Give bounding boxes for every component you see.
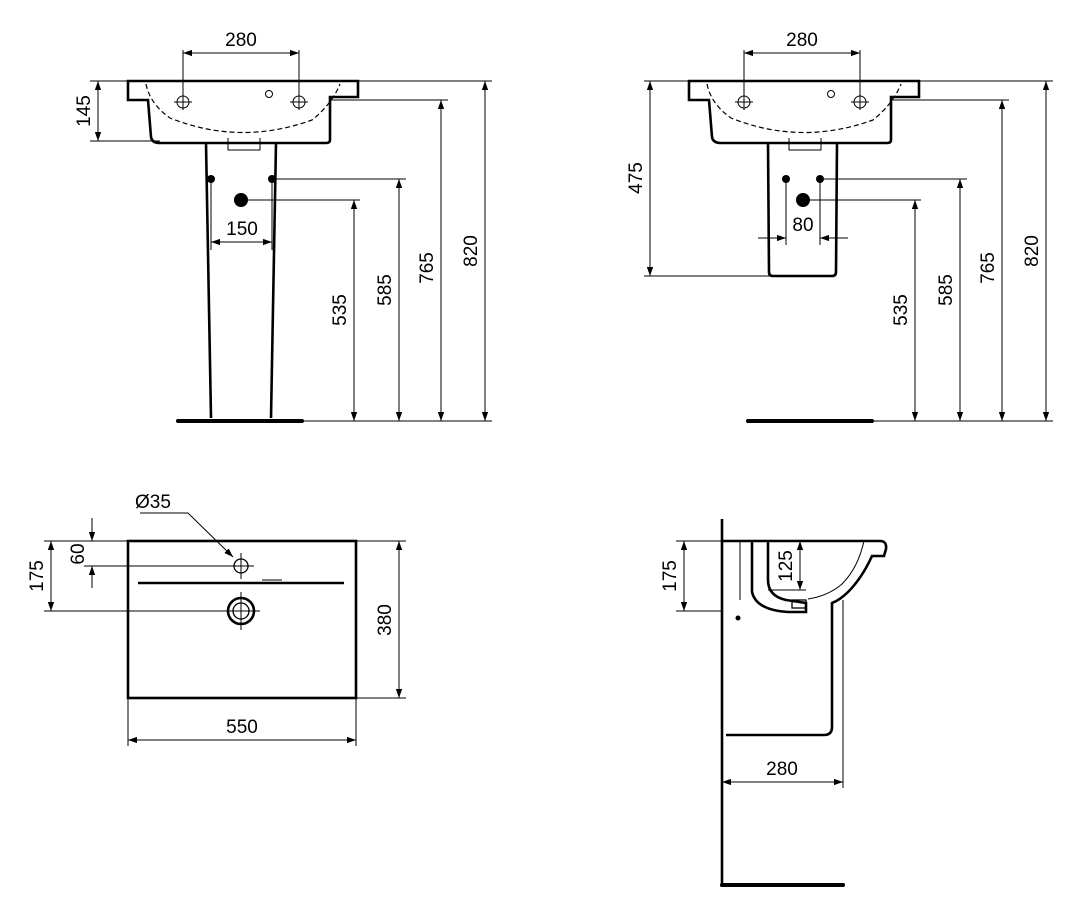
dim-waste-offset: 175 <box>660 560 681 592</box>
dim-tap-spacing: 280 <box>786 30 818 51</box>
dim-tap-hole-diameter: Ø35 <box>135 492 171 513</box>
basin-section <box>722 539 888 737</box>
dimension-lines <box>94 49 489 421</box>
dim-rim-height: 820 <box>461 235 482 267</box>
extension-lines <box>90 80 492 422</box>
basin-top-outline <box>126 539 358 700</box>
dim-inlet-spacing: 80 <box>792 215 813 236</box>
dim-depth: 380 <box>375 604 396 636</box>
dim-supply-height: 585 <box>936 274 957 306</box>
pedestal-column <box>176 142 304 423</box>
dim-bowl-depth: 125 <box>776 550 797 582</box>
dim-pedestal-drop: 475 <box>626 162 647 194</box>
dim-bowl-depth: 145 <box>74 95 95 127</box>
dim-waste-height: 535 <box>891 294 912 326</box>
service-points <box>782 175 824 207</box>
basin-outline <box>126 79 360 151</box>
front-view-semi-pedestal: 280 475 80 535 585 765 820 <box>626 30 1053 423</box>
dim-waste-offset: 175 <box>27 560 48 592</box>
semi-pedestal <box>746 142 874 423</box>
extension-lines <box>44 540 406 746</box>
dim-projection: 280 <box>766 759 798 780</box>
dim-width: 550 <box>226 717 258 738</box>
front-view-pedestal: 280 145 150 535 585 765 820 <box>74 30 492 423</box>
dim-rim-height: 820 <box>1022 235 1043 267</box>
dim-tap-spacing: 280 <box>225 30 257 51</box>
dim-bowl-height: 765 <box>978 252 999 284</box>
dim-tap-offset: 60 <box>68 543 89 564</box>
dimension-lines <box>47 512 403 744</box>
dim-inlet-spacing: 150 <box>226 219 258 240</box>
extension-lines <box>676 540 844 788</box>
tap-hole <box>228 553 254 579</box>
extension-lines <box>644 80 1053 422</box>
tap-holes <box>735 50 869 110</box>
service-points <box>207 175 276 207</box>
plan-view: Ø35 60 175 380 550 <box>27 492 406 746</box>
dim-supply-height: 585 <box>375 274 396 306</box>
dim-bowl-height: 765 <box>417 252 438 284</box>
basin-outline <box>687 79 921 151</box>
waste-outlet <box>222 592 260 630</box>
tap-holes <box>174 50 308 110</box>
side-view: 175 125 280 <box>660 519 888 887</box>
wall-line <box>720 519 845 887</box>
dimension-lines <box>680 541 843 786</box>
dimension-lines <box>646 49 1050 421</box>
dim-waste-height: 535 <box>330 294 351 326</box>
